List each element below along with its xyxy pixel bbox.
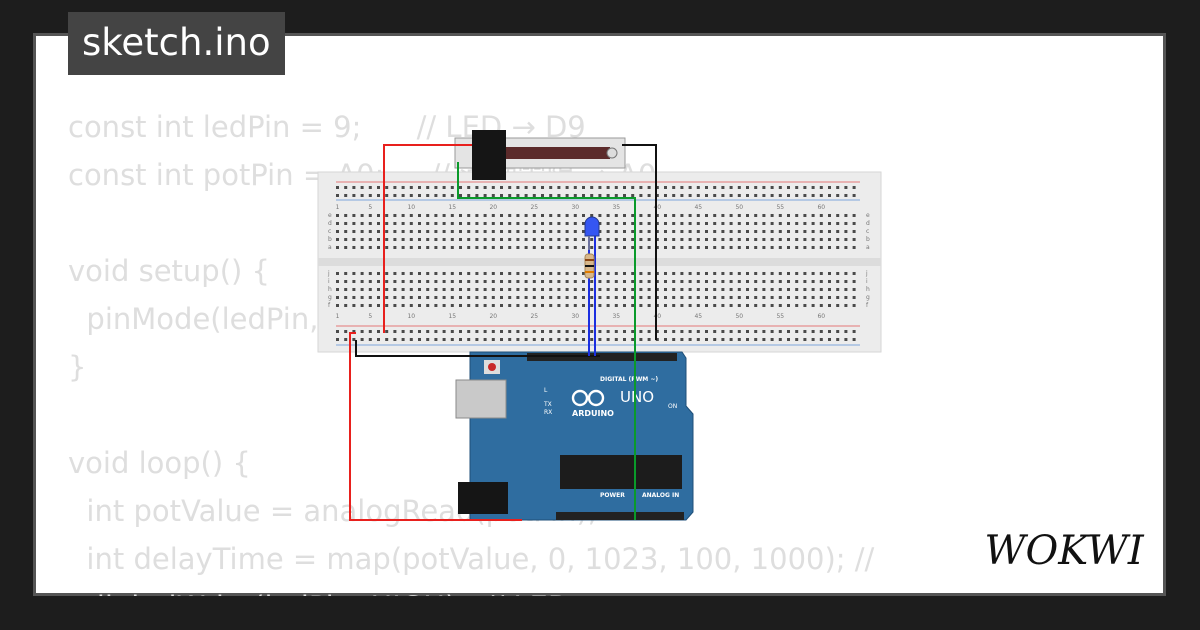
wire-red-5v	[383, 144, 472, 333]
breadboard-column-number: 50	[735, 313, 743, 320]
breadboard-row-letter: h	[866, 286, 870, 293]
digital-header	[527, 353, 677, 361]
wokwi-logo: WOKWI	[984, 528, 1144, 574]
arduino-brand-label: ARDUINO	[572, 409, 614, 418]
breadboard-column-number: 1	[336, 313, 340, 320]
breadboard-column-number: 60	[817, 204, 825, 211]
breadboard-column-numbers: 1155101015152020252530303535404045455050…	[336, 204, 826, 320]
breadboard-row-letter: e	[328, 212, 332, 219]
slide-potentiometer	[454, 130, 626, 180]
breadboard-holes	[336, 186, 856, 341]
breadboard-row-letter: g	[328, 294, 332, 301]
breadboard-row-letter: b	[866, 236, 870, 243]
breadboard-column-number: 25	[530, 204, 538, 211]
breadboard-row-letter: i	[328, 278, 330, 285]
breadboard-column-number: 15	[448, 313, 456, 320]
code-line: digitalWrite(ledPin, HIGH); // LED	[68, 583, 874, 596]
breadboard-row-letter: f	[328, 302, 331, 309]
breadboard-row-letter: d	[866, 220, 870, 227]
breadboard-column-number: 55	[776, 204, 784, 211]
breadboard-row-letter: j	[865, 270, 868, 277]
power-analog-header	[556, 512, 684, 520]
code-line: int delayTime = map(potValue, 0, 1023, 1…	[68, 542, 875, 576]
breadboard-column-number: 10	[407, 313, 415, 320]
tx-label: TX	[543, 401, 552, 408]
digital-pwm-label: DIGITAL (PWM ~)	[600, 376, 658, 383]
breadboard-column-number: 55	[776, 313, 784, 320]
atmega-chip	[560, 455, 682, 489]
breadboard-row-letter: c	[866, 228, 869, 235]
breadboard-column-number: 35	[612, 204, 620, 211]
breadboard-column-number: 5	[368, 204, 372, 211]
breadboard-column-number: 10	[407, 204, 415, 211]
breadboard-column-number: 20	[489, 313, 497, 320]
breadboard-column-number: 30	[571, 204, 579, 211]
code-line: void loop() {	[68, 446, 251, 480]
breadboard-row-letter: e	[866, 212, 870, 219]
breadboard-column-number: 20	[489, 204, 497, 211]
breadboard-column-number: 45	[694, 313, 702, 320]
breadboard-row-letter: i	[866, 278, 868, 285]
uno-label: UNO	[620, 388, 654, 406]
wire-green-signal	[457, 162, 636, 520]
breadboard: 1155101015152020252530303535404045455050…	[317, 171, 882, 353]
blue-led	[584, 216, 600, 250]
code-line: void setup() {	[68, 254, 270, 288]
breadboard-row-letter: f	[866, 302, 869, 309]
breadboard-column-number: 1	[336, 204, 340, 211]
sketch-filename-tab: sketch.ino	[68, 12, 285, 75]
breadboard-column-number: 50	[735, 204, 743, 211]
arduino-logo-icon	[571, 389, 589, 407]
svg-text:WOKWI: WOKWI	[984, 528, 1144, 574]
breadboard-row-letter: a	[866, 244, 870, 251]
analog-in-label: ANALOG IN	[642, 492, 679, 499]
usb-port	[455, 379, 507, 419]
potentiometer-knob	[472, 130, 506, 180]
breadboard-column-number: 40	[653, 313, 661, 320]
resistor	[584, 253, 595, 279]
wire-black-to-board	[355, 340, 600, 357]
breadboard-column-number: 35	[612, 313, 620, 320]
power-jack	[458, 482, 508, 514]
arduino-uno-board: UNO ARDUINO DIGITAL (PWM ~) POWER ANALOG…	[455, 351, 694, 521]
breadboard-row-letter: g	[866, 294, 870, 301]
breadboard-row-letter: c	[328, 228, 331, 235]
wires	[349, 144, 657, 521]
rx-label: RX	[544, 409, 552, 416]
breadboard-column-number: 5	[368, 313, 372, 320]
breadboard-row-letter: b	[328, 236, 332, 243]
breadboard-column-number: 15	[448, 204, 456, 211]
breadboard-column-number: 45	[694, 204, 702, 211]
on-led-label: ON	[668, 403, 677, 410]
breadboard-row-letter: d	[328, 220, 332, 227]
breadboard-row-letter: a	[328, 244, 332, 251]
breadboard-column-number: 30	[571, 313, 579, 320]
breadboard-row-letter: j	[327, 270, 330, 277]
code-line: }	[68, 350, 87, 384]
wire-red-to-board	[349, 332, 522, 521]
wire-black-gnd	[622, 144, 657, 340]
breadboard-column-number: 25	[530, 313, 538, 320]
breadboard-row-letter: h	[328, 286, 332, 293]
power-label: POWER	[600, 492, 625, 499]
breadboard-column-number: 40	[653, 204, 661, 211]
breadboard-column-number: 60	[817, 313, 825, 320]
l-led-label: L	[544, 387, 548, 394]
